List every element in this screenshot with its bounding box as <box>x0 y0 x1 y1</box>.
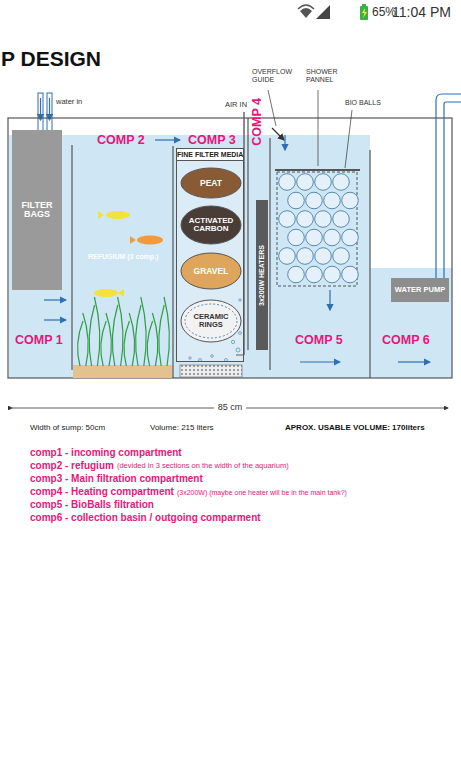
grate <box>180 365 242 377</box>
text-label: APROX. USABLE VOLUME: 170liters <box>285 424 425 433</box>
pink-label: comp1 - incoming compartment <box>30 447 182 458</box>
text-label: Volume: 215 liters <box>150 424 214 433</box>
node-label: CERAMIC RINGS <box>185 313 237 329</box>
return-pipe <box>444 102 461 278</box>
text-label: water in <box>56 98 82 106</box>
pink-label: comp6 - collection basin / outgoing comp… <box>30 512 261 523</box>
bio-balls <box>279 174 359 283</box>
sand-bed <box>73 365 172 378</box>
text-label: SHOWER PANNEL <box>306 68 344 83</box>
media-column: FINE FILTER MEDIA PEAT ACTIVATED CARBON GRA… <box>176 148 244 362</box>
pink-label: COMP 5 <box>295 334 343 348</box>
pink-label: comp5 - BioBalls filtration <box>30 499 154 510</box>
status-icons <box>298 4 368 20</box>
sump-tank <box>8 118 452 378</box>
pink-label: comp3 - Main filtration compartment <box>30 473 203 484</box>
pink-label: COMP 2 <box>97 134 145 148</box>
heater-bar: 3x200W HEATERS <box>256 200 268 350</box>
text-label: BIO BALLS <box>345 99 381 107</box>
shower-panel <box>275 169 360 171</box>
pink-label: COMP 6 <box>382 334 430 348</box>
node-label: PEAT <box>200 179 222 188</box>
node-label: FILTER BAGS <box>12 201 62 220</box>
node-label: FINE FILTER MEDIA <box>177 149 243 161</box>
node-label: 3x200W HEATERS <box>258 245 265 306</box>
media-oval: ACTIVATED CARBON <box>180 205 242 245</box>
return-pipe <box>436 94 461 278</box>
node-label: GRAVEL <box>194 267 229 276</box>
media-oval: CERAMIC RINGS <box>180 299 242 343</box>
leader-lines <box>268 90 352 168</box>
text-label: 85 cm <box>214 403 247 413</box>
inlet-pipes <box>38 93 52 133</box>
pink-label: comp4 - Heating compartment <box>30 486 174 497</box>
refugium-plants <box>78 297 170 366</box>
pink-label: COMP 3 <box>188 134 236 148</box>
pink-label: COMP 1 <box>15 334 63 348</box>
media-oval: PEAT <box>180 167 242 199</box>
pink-label: (3x200W) (maybe one heater will be in th… <box>177 489 347 497</box>
water <box>9 135 452 378</box>
pink-label: (devided in 3 sections on the width of t… <box>117 462 289 470</box>
pink-label: COMP 4 <box>251 98 265 146</box>
text-label: AIR IN <box>225 101 247 109</box>
filter-bags: FILTER BAGS <box>12 130 62 290</box>
text-label: OVERFLOW GUIDE <box>252 68 290 83</box>
water-pump: WATER PUMP <box>391 278 449 302</box>
node-label: WATER PUMP <box>395 286 445 294</box>
page-title: P DESIGN <box>1 47 101 70</box>
node-label: ACTIVATED CARBON <box>185 217 237 234</box>
pink-label: comp2 - refugium <box>30 460 114 471</box>
flow-arrows <box>44 135 430 362</box>
media-oval: GRAVEL <box>180 252 242 290</box>
text-label: 11:04 PM <box>392 5 451 20</box>
overflow-arrow <box>272 128 284 140</box>
text-label: Width of sump: 50cm <box>30 424 105 433</box>
text-label: REFUGIUM (3 comp.) <box>88 253 158 261</box>
